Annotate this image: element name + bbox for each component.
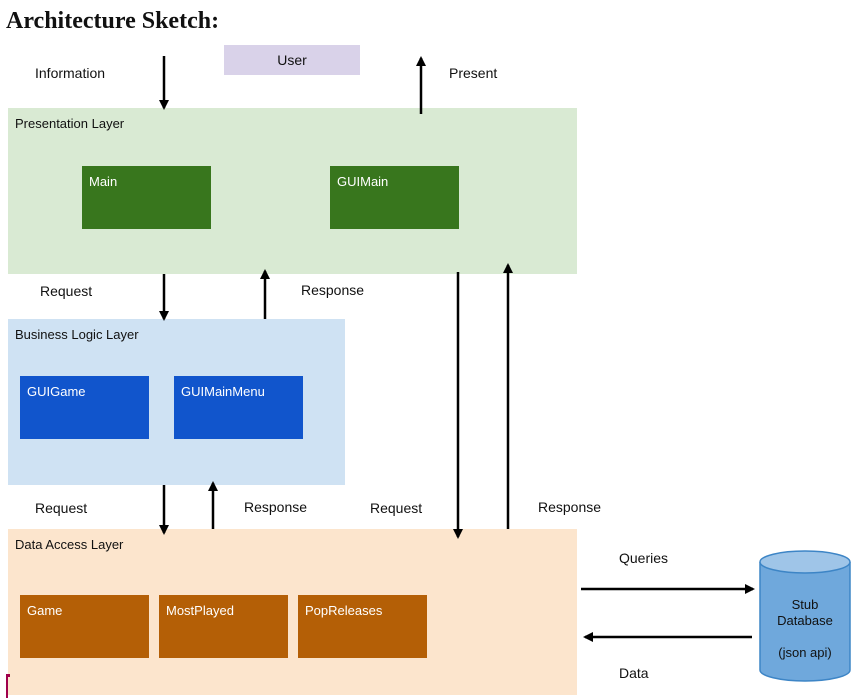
component-mostplayed-label: MostPlayed (166, 603, 234, 618)
cursor-marker (6, 674, 8, 698)
label-response-1: Response (301, 282, 365, 298)
component-popreleases-label: PopReleases (305, 603, 383, 618)
database-label-line3: (json api) (778, 645, 832, 660)
database-cylinder (759, 550, 851, 682)
component-main: Main (82, 166, 211, 229)
business-logic-layer-title: Business Logic Layer (15, 327, 139, 342)
diagram-title: Architecture Sketch: (6, 8, 220, 34)
label-request-1: Request (40, 283, 93, 299)
label-response-3: Response (538, 499, 602, 515)
label-request-3: Request (370, 500, 423, 516)
data-access-layer-title: Data Access Layer (15, 537, 124, 552)
user-box: User (224, 45, 360, 75)
presentation-layer: Presentation Layer Main GUIMain (8, 108, 577, 274)
component-guigame-label: GUIGame (27, 384, 86, 399)
user-label: User (277, 52, 307, 68)
database-label-line1: Stub (791, 597, 819, 612)
data-access-layer: Data Access Layer Game MostPlayed PopRel… (8, 529, 577, 695)
component-game-label: Game (27, 603, 63, 618)
label-data: Data (619, 665, 649, 681)
component-guimainmenu-label: GUIMainMenu (181, 384, 265, 399)
component-game: Game (20, 595, 149, 658)
component-popreleases: PopReleases (298, 595, 427, 658)
component-mostplayed: MostPlayed (159, 595, 288, 658)
presentation-layer-title: Presentation Layer (15, 116, 125, 131)
component-guimainmenu: GUIMainMenu (174, 376, 303, 439)
label-queries: Queries (619, 550, 669, 566)
business-logic-layer: Business Logic Layer GUIGame GUIMainMenu (8, 319, 345, 485)
component-main-label: Main (89, 174, 118, 189)
component-guimain: GUIMain (330, 166, 459, 229)
database-label-line2: Database (777, 613, 833, 628)
component-guimain-label: GUIMain (337, 174, 389, 189)
label-information: Information (35, 65, 106, 81)
label-request-2: Request (35, 500, 88, 516)
label-present: Present (449, 65, 498, 81)
component-guigame: GUIGame (20, 376, 149, 439)
label-response-2: Response (244, 499, 308, 515)
cursor-marker-tip (6, 674, 10, 677)
